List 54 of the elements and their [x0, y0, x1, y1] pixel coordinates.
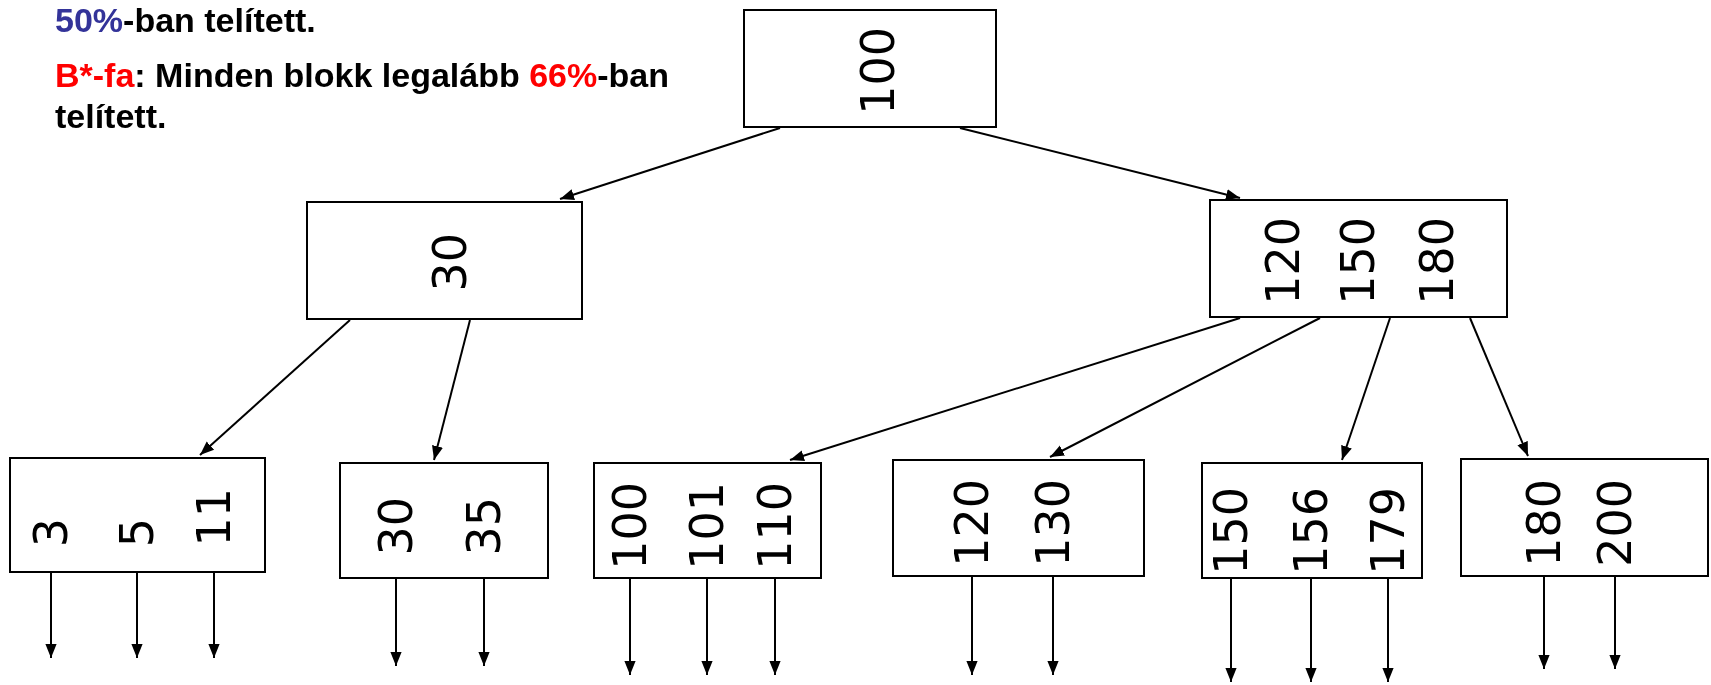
key-value: 100: [855, 27, 901, 115]
arrow: [1049, 317, 1321, 458]
key-value: 3: [28, 518, 74, 548]
key-value: 30: [427, 233, 473, 292]
arrow: [1047, 576, 1059, 676]
arrow: [959, 127, 1241, 201]
arrow: [1538, 576, 1550, 670]
arrow: [701, 578, 713, 676]
tree-node-box: [1460, 458, 1709, 577]
arrow: [1225, 578, 1237, 683]
key-value: 180: [1414, 217, 1460, 305]
key-value: 179: [1365, 487, 1411, 575]
key-value: 200: [1592, 479, 1638, 567]
key-value: 11: [191, 488, 237, 547]
arrow: [432, 319, 471, 461]
arrow: [1305, 578, 1317, 683]
arrow: [559, 127, 781, 201]
note-text: B*-fa: Minden blokk legalább 66%-ban telített.: [55, 55, 670, 137]
tree-node-box: [1209, 199, 1508, 318]
arrow: [966, 576, 978, 676]
tree-node-box: [593, 462, 822, 579]
arrow: [769, 578, 781, 676]
arrow: [390, 578, 402, 667]
key-value: 130: [1030, 479, 1076, 567]
key-value: 180: [1521, 479, 1567, 567]
key-value: 101: [684, 482, 730, 570]
key-value: 35: [461, 497, 507, 556]
key-value: 5: [114, 518, 160, 548]
arrow: [789, 317, 1241, 462]
arrow: [131, 572, 143, 659]
arrow: [624, 578, 636, 676]
key-value: 120: [949, 479, 995, 567]
arrow: [1341, 317, 1391, 461]
key-value: 156: [1288, 487, 1334, 575]
note-text: 50%-ban telített.: [55, 0, 317, 41]
key-value: 110: [752, 482, 798, 570]
tree-node-box: [339, 462, 549, 579]
tree-node-box: [892, 459, 1145, 577]
key-value: 120: [1260, 217, 1306, 305]
tree-node-box: [1201, 462, 1423, 579]
arrow: [199, 319, 351, 456]
arrow: [45, 572, 57, 659]
arrow: [1609, 576, 1621, 670]
tree-node-box: [306, 201, 583, 320]
arrow: [1382, 578, 1394, 683]
arrow: [1469, 317, 1529, 457]
key-value: 100: [607, 482, 653, 570]
tree-node-box: [743, 9, 997, 128]
arrow: [478, 578, 490, 667]
key-value: 150: [1208, 487, 1254, 575]
key-value: 150: [1335, 217, 1381, 305]
tree-node-box: [9, 457, 266, 573]
key-value: 30: [373, 497, 419, 556]
arrow: [208, 572, 220, 659]
